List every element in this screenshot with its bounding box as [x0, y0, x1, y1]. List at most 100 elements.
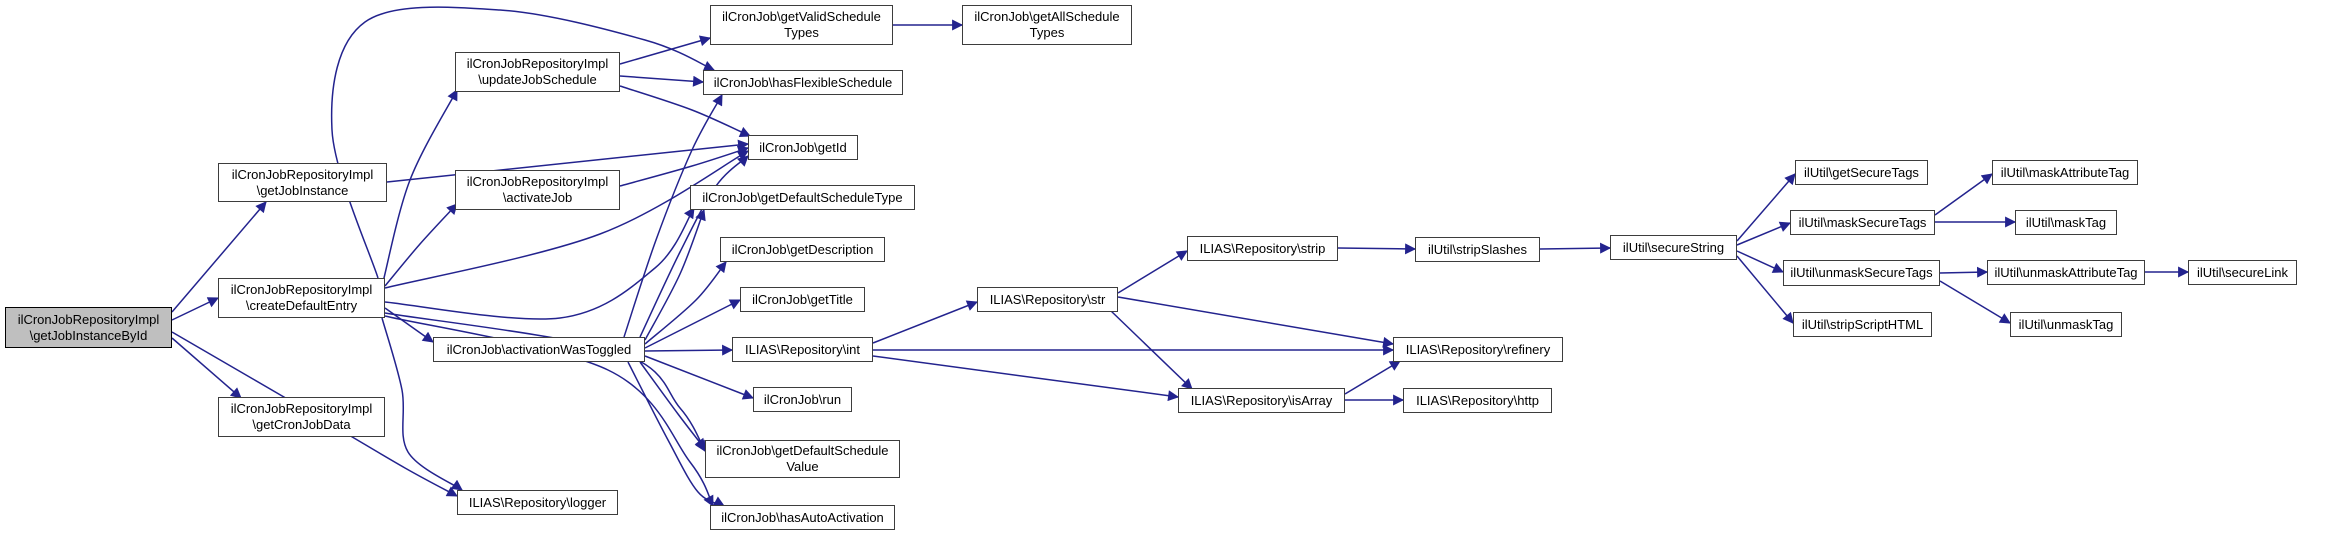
- edge-isArray-to-refinery: [1344, 360, 1401, 395]
- node-label-line: ilUtil\maskAttributeTag: [2000, 164, 2130, 180]
- node-label-line: ilCronJobRepositoryImpl: [230, 282, 373, 297]
- node-label-line: ilCronJobRepositoryImpl: [466, 56, 609, 71]
- graph-node-stripScriptHTML[interactable]: ilUtil\stripScriptHTML: [1793, 312, 1932, 337]
- graph-node-getDefaultScheduleType[interactable]: ilCronJob\getDefaultScheduleType: [690, 185, 915, 210]
- graph-node-maskTag[interactable]: ilUtil\maskTag: [2015, 210, 2117, 235]
- graph-node-unmaskSecureTags[interactable]: ilUtil\unmaskSecureTags: [1783, 260, 1940, 286]
- graph-node-getId[interactable]: ilCronJob\getId: [748, 135, 858, 160]
- edge-createDefaultEntry-to-getId: [384, 150, 749, 289]
- graph-node-http[interactable]: ILIAS\Repository\http: [1403, 388, 1552, 413]
- edge-secureString-to-unmaskSecureTags: [1736, 250, 1785, 273]
- edge-createDefaultEntry-to-activateJob: [384, 203, 458, 287]
- graph-node-hasFlexibleSchedule[interactable]: ilCronJob\hasFlexibleSchedule: [703, 70, 903, 95]
- edge-getJobInstanceById-to-createDefaultEntry: [171, 297, 219, 321]
- node-label-line: ilUtil\getSecureTags: [1804, 164, 1919, 180]
- graph-node-getJobInstance[interactable]: ilCronJobRepositoryImpl\getJobInstance: [218, 163, 387, 202]
- graph-node-refinery[interactable]: ILIAS\Repository\refinery: [1393, 337, 1563, 362]
- edge-createDefaultEntry-to-hasAutoActivation: [384, 315, 714, 507]
- graph-node-hasAutoActivation[interactable]: ilCronJob\hasAutoActivation: [710, 505, 895, 530]
- graph-node-run[interactable]: ilCronJob\run: [753, 387, 852, 412]
- edge-str-to-strip: [1117, 250, 1188, 294]
- graph-node-getSecureTags[interactable]: ilUtil\getSecureTags: [1795, 160, 1928, 185]
- edge-str-to-isArray: [1109, 309, 1193, 390]
- edge-getJobInstanceById-to-getJobInstance: [171, 201, 267, 313]
- node-label-line: ILIAS\Repository\http: [1416, 392, 1539, 408]
- graph-node-int[interactable]: ILIAS\Repository\int: [732, 337, 873, 362]
- graph-node-getDescription[interactable]: ilCronJob\getDescription: [720, 237, 885, 262]
- graph-node-stripSlashes[interactable]: ilUtil\stripSlashes: [1415, 237, 1540, 262]
- node-label-line: ilCronJob\getId: [759, 139, 847, 155]
- graph-node-unmaskAttributeTag[interactable]: ilUtil\unmaskAttributeTag: [1987, 260, 2145, 285]
- node-label-line: ilUtil\stripSlashes: [1428, 241, 1527, 257]
- edge-getJobInstanceById-to-getCronJobData: [171, 337, 242, 399]
- edge-unmaskSecureTags-to-unmaskAttributeTag: [1939, 266, 1989, 278]
- node-label-line: \createDefaultEntry: [245, 298, 358, 313]
- node-label-line: ilCronJobRepositoryImpl: [17, 311, 160, 327]
- graph-node-logger[interactable]: ILIAS\Repository\logger: [457, 490, 618, 515]
- edge-updateJobSchedule-to-getId: [619, 85, 752, 137]
- node-label-line: ilUtil\unmaskTag: [2018, 316, 2114, 332]
- node-label-line: ilCronJob\hasAutoActivation: [721, 509, 884, 525]
- node-label-line: ILIAS\Repository\isArray: [1190, 392, 1333, 408]
- edge-createDefaultEntry-to-getDefaultScheduleType: [384, 207, 695, 320]
- edge-activationWasToggled-to-getDefaultScheduleType: [644, 208, 706, 341]
- edge-activationWasToggled-to-int: [644, 344, 734, 356]
- graph-node-maskSecureTags[interactable]: ilUtil\maskSecureTags: [1790, 210, 1935, 235]
- edge-createDefaultEntry-to-updateJobSchedule: [382, 89, 458, 283]
- graph-node-maskAttributeTag[interactable]: ilUtil\maskAttributeTag: [1992, 160, 2138, 185]
- node-label-line: ilUtil\secureString: [1622, 239, 1725, 255]
- edge-activationWasToggled-to-hasAutoActivation: [627, 361, 725, 507]
- graph-node-strip[interactable]: ILIAS\Repository\strip: [1187, 236, 1338, 261]
- node-label-line: \getCronJobData: [252, 417, 351, 432]
- node-label-line: ilCronJob\getDefaultScheduleType: [702, 189, 903, 205]
- graph-node-updateJobSchedule[interactable]: ilCronJobRepositoryImpl\updateJobSchedul…: [455, 52, 620, 92]
- node-label-line: \getJobInstance: [256, 182, 349, 198]
- graph-node-getJobInstanceById[interactable]: ilCronJobRepositoryImpl\getJobInstanceBy…: [5, 307, 172, 348]
- node-label-line: Value: [786, 459, 819, 474]
- edge-stripSlashes-to-secureString: [1539, 242, 1612, 254]
- edge-activationWasToggled-to-hasFlexibleSchedule: [623, 94, 723, 338]
- graph-node-getTitle[interactable]: ilCronJob\getTitle: [740, 287, 865, 312]
- graph-node-unmaskTag[interactable]: ilUtil\unmaskTag: [2010, 312, 2122, 337]
- edge-activateJob-to-getId: [619, 145, 750, 187]
- graph-node-isArray[interactable]: ILIAS\Repository\isArray: [1178, 388, 1345, 413]
- node-label-line: \getJobInstanceById: [29, 327, 148, 343]
- edge-activationWasToggled-to-run: [644, 355, 755, 400]
- graph-node-str[interactable]: ILIAS\Repository\str: [977, 287, 1118, 312]
- edge-unmaskSecureTags-to-unmaskTag: [1939, 280, 2011, 324]
- graph-node-getCronJobData[interactable]: ilCronJobRepositoryImpl\getCronJobData: [218, 397, 385, 437]
- edge-strip-to-stripSlashes: [1337, 243, 1417, 255]
- node-label-line: ilCronJob\getValidSchedule: [722, 9, 881, 24]
- graph-node-createDefaultEntry[interactable]: ilCronJobRepositoryImpl\createDefaultEnt…: [218, 278, 385, 318]
- node-label-line: Types: [784, 25, 819, 40]
- edge-createDefaultEntry-to-logger: [381, 317, 463, 491]
- graph-node-activateJob[interactable]: ilCronJobRepositoryImpl\activateJob: [455, 170, 620, 210]
- edge-maskSecureTags-to-maskAttributeTag: [1934, 173, 1993, 216]
- node-label-line: ilCronJobRepositoryImpl: [466, 174, 609, 189]
- graph-node-secureString[interactable]: ilUtil\secureString: [1610, 235, 1737, 260]
- edge-updateJobSchedule-to-getValidScheduleTypes: [619, 35, 712, 65]
- node-label-line: ilCronJob\activationWasToggled: [446, 341, 632, 357]
- graph-node-secureLink[interactable]: ilUtil\secureLink: [2188, 260, 2297, 285]
- node-label-line: ilUtil\unmaskAttributeTag: [1994, 264, 2138, 280]
- edge-activationWasToggled-to-getDescription: [644, 261, 727, 345]
- node-label-line: ILIAS\Repository\logger: [468, 494, 607, 510]
- edge-activationWasToggled-to-getDefaultScheduleValue: [639, 361, 706, 450]
- edge-int-to-str: [872, 300, 979, 344]
- node-label-line: ilUtil\maskSecureTags: [1798, 214, 1927, 230]
- node-label-line: ilCronJob\hasFlexibleSchedule: [713, 74, 893, 90]
- edge-secureString-to-maskSecureTags: [1736, 221, 1792, 246]
- node-label-line: ilCronJob\getDefaultSchedule: [716, 443, 889, 458]
- node-label-line: ILIAS\Repository\strip: [1199, 240, 1326, 256]
- node-label-line: ILIAS\Repository\str: [989, 291, 1106, 307]
- node-label-line: ilCronJob\getDescription: [731, 241, 874, 257]
- edge-getJobInstance-to-getId: [386, 139, 750, 183]
- edge-updateJobSchedule-to-hasFlexibleSchedule: [619, 75, 705, 87]
- graph-node-activationWasToggled[interactable]: ilCronJob\activationWasToggled: [433, 337, 645, 362]
- node-label-line: ilCronJobRepositoryImpl: [231, 166, 374, 182]
